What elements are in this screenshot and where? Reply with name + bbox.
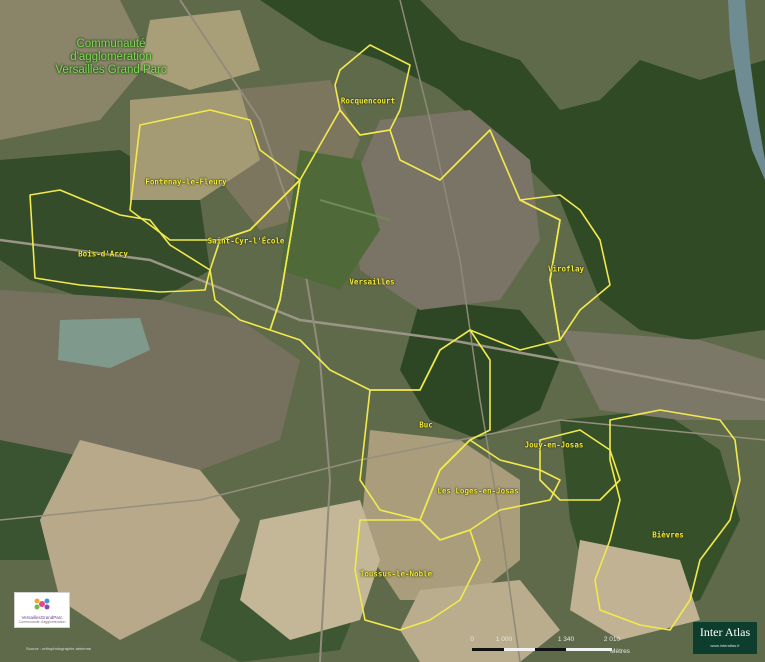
scale-label-2010: 2 010 (603, 636, 621, 643)
versailles-grand-parc-logo: VersaillesGrandParc Communauté d'agglomé… (14, 592, 70, 628)
label-jouy-en-josas[interactable]: Jouy-en-Josas (524, 440, 584, 450)
logo-name: VersaillesGrandParc (21, 615, 63, 620)
map-title-line2: Versailles Grand Parc (55, 64, 167, 76)
label-toussus-le-noble[interactable]: Toussus-le-Noble (359, 569, 433, 579)
scale-label-0: 0 (470, 636, 474, 643)
scale-label-1000: 1 000 (495, 636, 513, 643)
logo-tagline: Communauté d'agglomération (18, 620, 66, 624)
scale-segment (504, 648, 535, 651)
scale-bar: 0 1 000 1 340 2 010 Mètres (470, 636, 632, 658)
label-les-loges-en-josas[interactable]: Les Loges-en-Josas (437, 486, 519, 496)
interatlas-logo: Inter Atlas www.interatlas.fr (693, 622, 757, 654)
label-viroflay[interactable]: Viroflay (547, 264, 585, 274)
scale-segment (472, 648, 504, 651)
label-saint-cyr-l-ecole[interactable]: Saint-Cyr-l'École (207, 236, 285, 246)
label-buc[interactable]: Buc (419, 420, 433, 430)
label-rocquencourt[interactable]: Rocquencourt (340, 96, 396, 106)
source-footnote: Source : orthophotographie aérienne (26, 646, 92, 651)
label-bievres[interactable]: Bièvres (652, 530, 684, 540)
flower-logo-icon (34, 598, 50, 610)
label-bois-d-arcy[interactable]: Bois-d'Arcy (78, 249, 128, 259)
scale-label-1340: 1 340 (557, 636, 575, 643)
label-fontenay-le-fleury[interactable]: Fontenay-le-Fleury (145, 177, 227, 187)
scale-unit: Mètres (610, 648, 630, 655)
scale-segment (566, 648, 612, 651)
brand-name: Inter Atlas (699, 625, 751, 639)
brand-url: www.interatlas.fr (710, 643, 740, 648)
scale-segment (535, 648, 566, 651)
label-versailles[interactable]: Versailles (349, 277, 395, 287)
map-title-line1: Communauté d'agglomération (70, 38, 152, 63)
map-title: Communauté d'agglomération Versailles Gr… (36, 38, 186, 77)
